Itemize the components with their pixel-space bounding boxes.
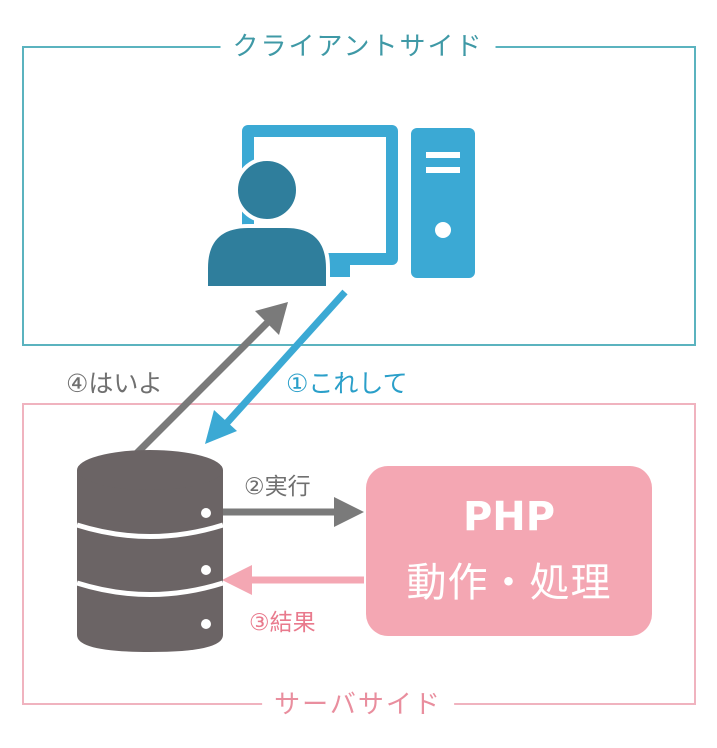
result-label: ③結果 (249, 610, 316, 636)
user-icon (204, 157, 330, 290)
execute-label: ②実行 (244, 474, 311, 500)
response-label: ④はいよ (66, 369, 163, 398)
pc-tower-icon (411, 128, 475, 278)
request-arrow (205, 289, 348, 444)
php-title: PHP (462, 494, 556, 540)
php-process-box: PHP 動作・処理 (366, 466, 652, 636)
execute-arrow (210, 497, 364, 527)
client-side-title: クライアントサイド (220, 26, 496, 63)
request-label: ①これして (286, 369, 408, 398)
server-side-title: サーバサイド (262, 684, 454, 721)
result-arrow (222, 565, 364, 595)
php-subtitle: 動作・処理 (406, 560, 612, 606)
server-database-icon (76, 450, 224, 652)
response-arrow (125, 302, 288, 465)
